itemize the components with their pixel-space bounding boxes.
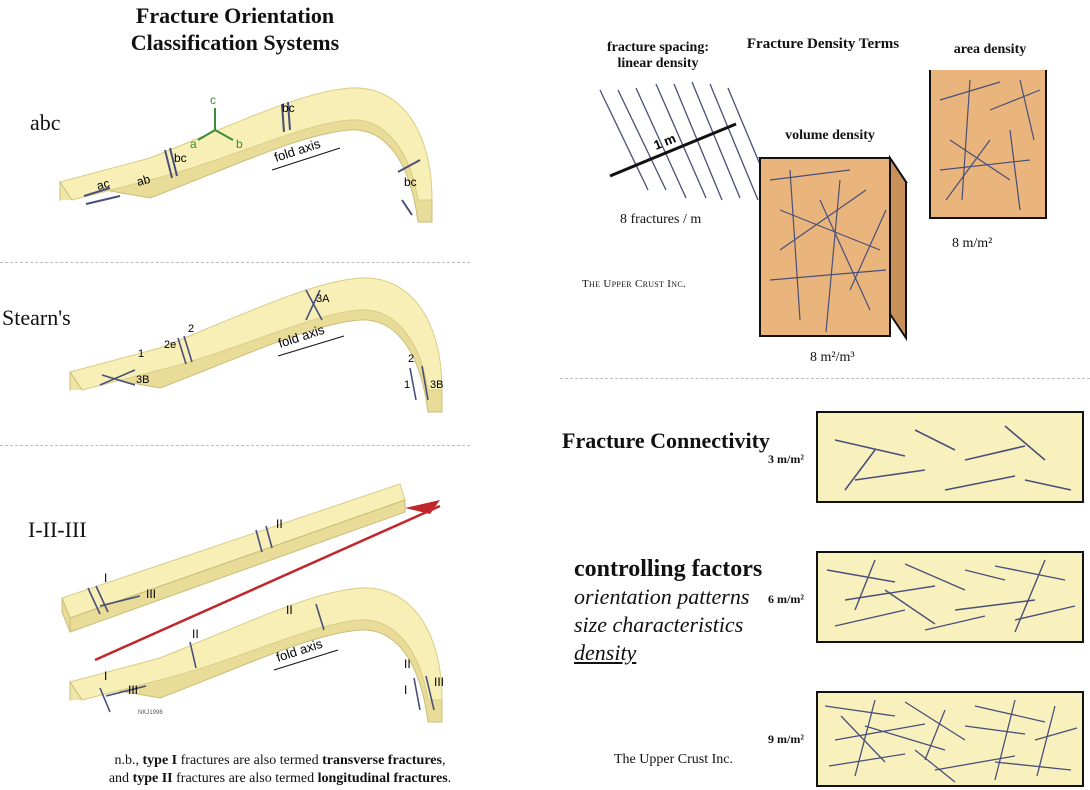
tag-2: 2	[188, 323, 194, 335]
panel-density-3: 9 m/m²	[768, 732, 804, 746]
connectivity-panels	[816, 411, 1084, 787]
tag-III: III	[128, 683, 138, 697]
tag-bc: bc	[404, 175, 417, 189]
panel-density-1: 3 m/m²	[768, 452, 804, 466]
title-line-2: Classification Systems	[130, 30, 340, 55]
section-divider	[560, 378, 1090, 379]
tag-1: 1	[404, 379, 410, 391]
linear-fractures	[599, 81, 775, 201]
area-density-label: area density	[953, 42, 1027, 57]
axis-label-a: a	[190, 137, 197, 151]
company-caps: The Upper Crust Inc.	[582, 278, 687, 290]
volume-density-value: 8 m²/m³	[810, 350, 855, 365]
signature: NKJ1996	[138, 710, 163, 716]
tag-2e: 2e	[164, 339, 176, 351]
tag-3B: 3B	[430, 379, 443, 391]
factor-density: density	[574, 640, 637, 665]
controlling-heading: controlling factors	[574, 556, 763, 582]
tag-II: II	[286, 603, 293, 617]
section-label-123: I-II-III	[28, 517, 87, 542]
tag-2: 2	[408, 353, 414, 365]
factor-orientation: orientation patterns	[574, 584, 750, 609]
panel-3	[816, 411, 1084, 503]
tag-II: II	[192, 627, 199, 641]
tag-II: II	[276, 517, 283, 531]
tag-I: I	[104, 571, 107, 585]
volume-density-label: volume density	[785, 128, 875, 143]
tag-bc: bc	[282, 101, 295, 115]
section-divider	[0, 445, 470, 446]
tag-II: II	[404, 657, 411, 671]
axis-label-b: b	[236, 137, 243, 151]
fractures-per-m: 8 fractures / m	[620, 212, 702, 227]
panel-9	[816, 691, 1084, 787]
volume-box	[759, 157, 891, 337]
factor-size: size characteristics	[574, 612, 744, 637]
tag-I: I	[104, 669, 107, 683]
controlling-factors: controlling factors orientation patterns…	[574, 556, 762, 667]
tag-I: I	[404, 683, 407, 697]
tag-1: 1	[138, 348, 144, 360]
tag-bc: bc	[174, 151, 187, 165]
tag-3A: 3A	[316, 293, 330, 305]
fold-diagrams: c a b bc bc bc ac ab fold axis 3A 2 2e 1…	[59, 87, 444, 723]
fold-stearns: 3A 2 2e 1 3B 2 1 3B fold axis	[69, 277, 443, 413]
section-label-stearns: Stearn's	[2, 305, 71, 330]
connectivity-title: Fracture Connectivity	[562, 428, 770, 453]
tag-III: III	[434, 675, 444, 689]
section-divider	[0, 262, 470, 263]
area-box	[929, 70, 1047, 219]
spacing-label: fracture spacing: linear density	[607, 40, 709, 71]
tag-ab: ab	[135, 172, 152, 189]
company-name: The Upper Crust Inc.	[614, 752, 733, 767]
fold-123: II I III II II I III II I III fold axis …	[61, 483, 444, 723]
density-diagrams: 1 m	[599, 70, 1047, 342]
tag-ac: ac	[95, 176, 111, 193]
title-line-1: Fracture Orientation	[135, 3, 335, 28]
area-density-value: 8 m/m²	[952, 236, 993, 251]
footnote: n.b., type I fractures are also termed t…	[108, 753, 452, 786]
density-title: Fracture Density Terms	[746, 36, 900, 52]
section-label-abc: abc	[30, 110, 61, 135]
fold-abc: c a b bc bc bc ac ab fold axis	[59, 87, 433, 223]
panel-density-2: 6 m/m²	[768, 592, 804, 606]
page-title: Fracture Orientation Classification Syst…	[0, 2, 470, 56]
tag-3B: 3B	[136, 374, 149, 386]
tag-III: III	[146, 587, 156, 601]
axis-label-c: c	[210, 93, 216, 107]
